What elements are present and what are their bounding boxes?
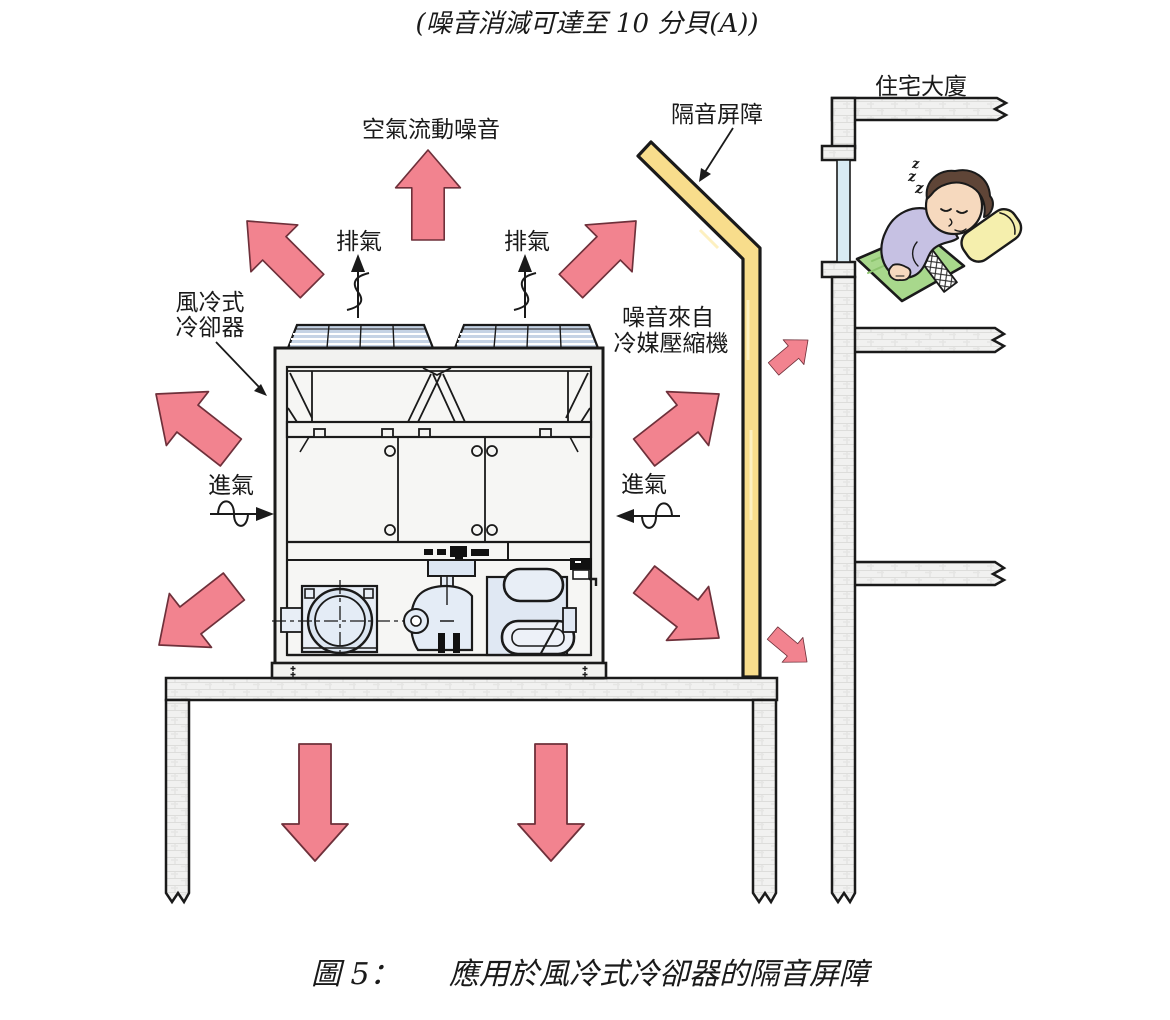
podium-slab	[164, 676, 779, 702]
label-barrier: 隔音屏障	[671, 102, 763, 128]
sleeping-person: z z z	[855, 157, 1023, 303]
podium-leg-left	[164, 698, 191, 905]
label-compressor-noise-line2: 冷媒壓縮機	[614, 331, 729, 357]
window-sill-top	[820, 144, 857, 162]
noise-arrow-down-right	[517, 743, 585, 862]
pillow	[960, 208, 1023, 263]
closed-eyes	[940, 208, 968, 214]
receiver-tank	[502, 567, 565, 603]
noise-arrow-mid-left	[134, 366, 253, 481]
noise-barrier	[636, 140, 762, 679]
mid-rail	[285, 420, 593, 439]
fan-grille-left	[286, 323, 435, 350]
label-intake-left: 進氣	[208, 473, 254, 499]
window-sill-bottom	[820, 260, 857, 279]
sleep-z-2: z	[907, 169, 917, 185]
access-panels	[287, 436, 591, 544]
fingers	[895, 275, 905, 281]
building-floor-slab-bottom	[843, 560, 1007, 587]
annotation-arrows	[215, 127, 734, 396]
barrier-highlight	[698, 228, 753, 520]
machinery-compartment	[272, 558, 598, 658]
panel-clips	[313, 428, 552, 438]
label-airflow-noise: 空氣流動噪音	[362, 117, 500, 143]
base-frame	[270, 653, 608, 680]
air-cooled-chiller	[270, 323, 608, 680]
building-floor-slab-top	[830, 96, 1009, 122]
fan-motor	[272, 580, 408, 658]
intake-flow-left	[210, 500, 274, 527]
noise-arrow-lower-right	[622, 551, 741, 666]
building-floor-slab-middle	[843, 326, 1007, 354]
podium-platform	[164, 676, 779, 905]
hand	[888, 263, 912, 282]
label-exhaust-right: 排氣	[504, 229, 550, 255]
noise-arrow-up	[394, 149, 462, 241]
label-intake-right: 進氣	[621, 472, 667, 498]
noise-arrow-mid-right	[622, 366, 741, 481]
window-glass	[836, 159, 851, 263]
pump	[403, 559, 476, 653]
intake-flow-right	[616, 502, 680, 529]
figure-label: 圖 5：	[311, 957, 400, 992]
mount-marks	[290, 666, 588, 677]
exhaust-flow-right	[513, 254, 537, 318]
noise-arrow-down-left	[281, 743, 349, 862]
valve-fitting	[570, 558, 592, 570]
barrier-callout-line	[704, 127, 734, 173]
figure-title: 應用於風冷式冷卻器的隔音屏障	[449, 957, 873, 992]
residential-building	[820, 96, 1009, 905]
noise-arrow-over-barrier	[762, 327, 819, 382]
top-caption: (噪音消減可達至 10 分貝(A))	[416, 9, 759, 39]
label-chiller-line2: 冷卻器	[176, 315, 245, 341]
label-chiller-line1: 風冷式	[176, 290, 245, 316]
frame-truss	[287, 367, 591, 423]
building-wall-upper	[830, 96, 857, 150]
exhaust-flow-left	[346, 254, 370, 318]
fan-grille-right	[453, 323, 600, 350]
chiller-callout-head	[254, 384, 267, 396]
hair	[925, 169, 994, 218]
chiller-callout-line	[215, 341, 260, 388]
podium-leg-right	[751, 698, 778, 905]
building-wall-lower	[830, 275, 857, 905]
barrier-callout-head	[699, 168, 711, 182]
nose-mouth	[948, 218, 967, 232]
noise-arrow-upper-right	[546, 196, 661, 311]
label-exhaust-left: 排氣	[336, 229, 382, 255]
noise-arrow-lower-left	[137, 558, 256, 673]
sleeve-fold	[911, 241, 919, 267]
noise-arrow-under-barrier	[761, 620, 818, 675]
compressor	[485, 558, 598, 657]
label-compressor-noise-line1: 噪音來自	[622, 305, 714, 331]
label-building: 住宅大廈	[875, 74, 967, 100]
sleep-z-3: z	[914, 179, 924, 197]
sleep-z-1: z	[911, 157, 920, 172]
